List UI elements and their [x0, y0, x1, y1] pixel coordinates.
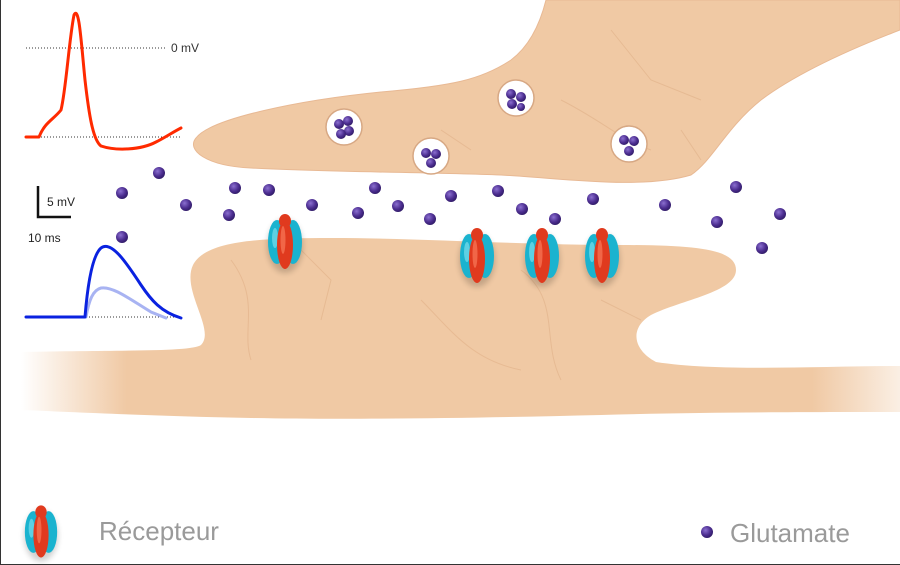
glutamate-dot-icon [116, 231, 128, 243]
scale-ms-label: 10 ms [28, 231, 61, 245]
glutamate-dot-icon [392, 200, 404, 212]
vesicle [498, 80, 534, 116]
epsp-trace [26, 246, 181, 318]
presynaptic-trace-panel: 0 mV [26, 13, 199, 149]
glutamate-dot-icon [424, 213, 436, 225]
glutamate-dot-icon [369, 182, 381, 194]
glutamate-dot-icon [730, 181, 742, 193]
glutamate-dot-icon [711, 216, 723, 228]
glutamate-dot-icon [263, 184, 275, 196]
receptor-icon [267, 214, 303, 273]
vesicle [326, 109, 362, 145]
postsynaptic-trace-panel [26, 246, 181, 318]
receptor-icon [584, 228, 620, 287]
receptor-icon [459, 228, 495, 287]
glutamate-dot-icon [229, 182, 241, 194]
legend: Récepteur Glutamate [24, 505, 850, 561]
glutamate-dot-icon [549, 213, 561, 225]
glutamate-dot-icon [516, 203, 528, 215]
legend-receptor-label: Récepteur [99, 516, 219, 546]
presynaptic-terminal [193, 0, 900, 182]
glutamate-dot-icon [659, 199, 671, 211]
glutamate-dot-icon [223, 209, 235, 221]
action-potential-trace [26, 13, 181, 149]
receptor-icon [524, 228, 560, 287]
legend-glutamate-label: Glutamate [730, 518, 850, 548]
vesicle [611, 126, 647, 162]
scale-bar: 5 mV 10 ms [28, 186, 75, 245]
glutamate-dot-icon [756, 242, 768, 254]
glutamate-dot-icon [774, 208, 786, 220]
vesicle [413, 138, 449, 174]
glutamate-dot-icon [116, 187, 128, 199]
glutamate-dot-icon [587, 193, 599, 205]
glutamate-dot-icon [701, 526, 713, 538]
glutamate-dot-icon [306, 199, 318, 211]
glutamate-dot-icon [352, 207, 364, 219]
zero-mv-label: 0 mV [171, 41, 199, 55]
glutamate-dot-icon [445, 190, 457, 202]
glutamate-dot-icon [153, 167, 165, 179]
glutamate-dot-icon [492, 185, 504, 197]
receptor-icon [24, 505, 58, 561]
scale-mv-label: 5 mV [47, 195, 75, 209]
glutamate-dot-icon [180, 199, 192, 211]
